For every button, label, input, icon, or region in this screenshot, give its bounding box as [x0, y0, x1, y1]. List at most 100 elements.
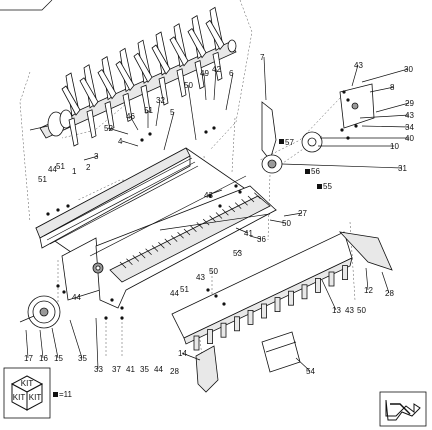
leader-line	[283, 212, 303, 217]
rotor-finger	[176, 68, 187, 98]
leader-line	[51, 327, 59, 359]
leader-line	[263, 56, 267, 101]
callout-c44b: 44	[170, 289, 179, 298]
callout-c36: 36	[257, 235, 266, 244]
callout-c43a: 43	[354, 61, 363, 70]
leader-line	[369, 86, 395, 93]
rotor-finger	[133, 52, 153, 83]
leader-line	[107, 127, 129, 135]
callout-c30: 30	[404, 65, 413, 74]
leader-line	[359, 114, 410, 119]
floor-slot	[190, 225, 197, 232]
marker-57	[279, 139, 284, 144]
callout-c50b: 50	[282, 219, 291, 228]
fasteners	[46, 90, 358, 320]
leader-line	[375, 102, 410, 113]
floor-slot	[215, 212, 223, 219]
callout-c54: 54	[306, 367, 315, 376]
shield-tooth	[288, 290, 294, 306]
leader-line	[129, 115, 139, 131]
callout-c1: 1	[72, 167, 77, 176]
leader-lines	[25, 56, 410, 372]
callout-c49: 49	[200, 69, 209, 78]
fastener	[140, 138, 144, 142]
kit-right-text: KIT	[29, 393, 42, 402]
fastener	[346, 98, 350, 102]
rail-line	[43, 157, 193, 237]
fastener	[212, 126, 216, 130]
floor-slot	[132, 255, 140, 262]
rotor-finger	[97, 69, 117, 100]
fastener	[354, 124, 358, 128]
fastener	[46, 212, 50, 216]
callout-c13: 13	[332, 306, 341, 315]
floor-slot	[177, 232, 184, 239]
callout-c15: 15	[54, 354, 63, 363]
leader-line	[95, 317, 99, 370]
leader-line	[187, 84, 197, 141]
rotor-finger	[61, 85, 81, 116]
cover-plate	[261, 331, 301, 373]
callout-c6: 6	[229, 69, 234, 78]
callout-c42: 42	[212, 65, 221, 74]
callout-c51a: 51	[144, 106, 153, 115]
leader-line	[295, 357, 311, 372]
kit-top-text: KIT	[21, 379, 34, 388]
callout-c32: 32	[156, 96, 165, 105]
leader-line	[269, 219, 287, 224]
callout-c3: 3	[94, 152, 99, 161]
fastener	[62, 290, 66, 294]
leader-line	[69, 319, 83, 359]
side-guard	[338, 231, 393, 271]
rotor-finger	[115, 60, 135, 92]
callout-c2: 2	[86, 163, 91, 172]
skid	[195, 345, 219, 393]
callout-c53: 53	[233, 249, 242, 258]
leader-line	[155, 99, 161, 127]
floor-slot	[126, 258, 133, 265]
shield-tooth	[301, 284, 308, 300]
next-page-arrow-icon[interactable]	[379, 391, 427, 427]
leader-line	[207, 189, 223, 196]
fastener	[340, 128, 344, 132]
callout-c51c: 51	[38, 175, 47, 184]
rotor-finger	[122, 92, 133, 122]
floor-slot	[241, 199, 248, 206]
callout-c12: 12	[364, 286, 373, 295]
floor-slot	[138, 251, 146, 259]
sprocket	[301, 131, 323, 153]
shield-tooth	[328, 271, 335, 287]
callout-c31: 31	[398, 164, 407, 173]
callout-c50c: 50	[209, 267, 218, 276]
callout-c55: 55	[323, 182, 332, 191]
shield-tooth	[193, 335, 200, 351]
callout-c4: 4	[118, 137, 123, 146]
leader-line	[213, 68, 217, 101]
floor-slot	[209, 215, 216, 223]
rotor-finger	[169, 36, 189, 67]
callout-c57: 57	[285, 138, 294, 147]
callout-c35a: 35	[78, 354, 87, 363]
rail-line	[46, 161, 196, 241]
shield-tooth	[220, 322, 227, 338]
callout-c8: 8	[390, 83, 395, 92]
leader-line	[163, 111, 175, 151]
callout-c51b: 51	[56, 162, 65, 171]
shield-tooth	[342, 265, 348, 281]
callout-c35b: 35	[140, 365, 149, 374]
fastener	[56, 284, 60, 288]
callout-c41a: 41	[244, 229, 253, 238]
floor-slot	[196, 222, 204, 229]
callout-c37: 37	[112, 365, 121, 374]
floor-slots	[43, 157, 261, 269]
fastener	[208, 194, 212, 198]
callout-c33: 33	[94, 365, 103, 374]
kit-marker	[53, 392, 58, 397]
shield-tooth	[261, 303, 267, 319]
pulley	[19, 295, 61, 329]
callout-c43e: 43	[345, 306, 354, 315]
rotor-finger	[187, 28, 207, 59]
leader-line	[281, 163, 403, 169]
